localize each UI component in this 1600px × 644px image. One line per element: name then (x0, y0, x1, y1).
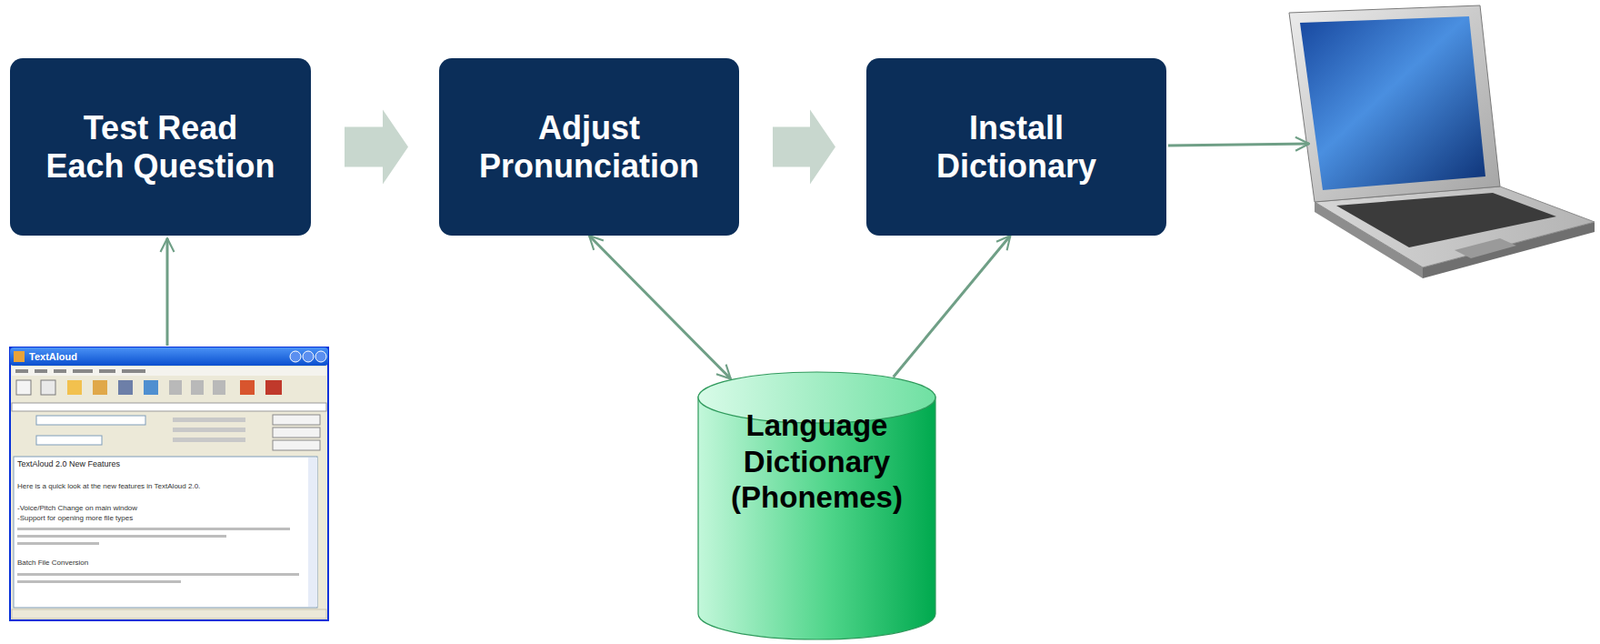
process-label: Adjust Pronunciation (470, 109, 707, 185)
window-frame (10, 347, 329, 620)
app-button (272, 427, 320, 438)
block-arrow (344, 110, 409, 185)
input-arrow (166, 238, 170, 346)
window-title: TextAloud (29, 350, 78, 362)
menu-item (72, 369, 93, 373)
laptop-touchpad (1454, 238, 1517, 259)
menu-item (34, 369, 48, 373)
menu-bar (11, 366, 327, 376)
status-bar (11, 609, 327, 619)
process-box: Adjust Pronunciation (439, 58, 740, 236)
window-button (315, 350, 327, 362)
window-button (290, 350, 301, 362)
volume-slider (172, 437, 246, 442)
app-button (272, 414, 320, 425)
screenshot-text: Batch File Conversion (17, 559, 89, 568)
toolbar-icon (67, 380, 82, 395)
toolbar-icon (118, 380, 133, 395)
text-line (17, 527, 290, 530)
laptop-keyboard (1336, 192, 1557, 248)
connector-arrow (589, 235, 731, 380)
pitch-slider (172, 417, 246, 422)
text-line (17, 572, 300, 576)
cylinder-body (698, 396, 936, 640)
block-arrow (772, 110, 836, 185)
database-cylinder: Language Dictionary (Phonemes) (697, 370, 937, 640)
laptop-screen (1300, 16, 1486, 190)
menu-item (15, 369, 29, 373)
menu-item (121, 369, 146, 373)
process-box: Test Read Each Question (10, 58, 311, 236)
title-field (36, 415, 146, 425)
toolbar-icon (16, 380, 31, 395)
toolbar-icon (240, 380, 255, 395)
toolbar-icon (212, 380, 226, 395)
screenshot-text: TextAloud 2.0 New Features (17, 460, 120, 470)
toolbar-icon (169, 380, 182, 395)
laptop-illustration (1289, 5, 1595, 279)
menu-item (53, 369, 67, 373)
toolbar-icon (143, 380, 159, 395)
screenshot-text: -Support for opening more file types (17, 514, 133, 523)
screenshot-text: -Voice/Pitch Change on main window (17, 504, 138, 513)
toolbar-icon (92, 380, 108, 395)
laptop-lid (1289, 5, 1500, 202)
text-line (17, 534, 227, 538)
title-bar (10, 347, 329, 366)
app-button (272, 440, 320, 450)
process-label: Test Read Each Question (42, 109, 279, 185)
connector-arrow (893, 235, 1011, 377)
text-line (17, 580, 181, 583)
process-label: Install Dictionary (898, 109, 1134, 185)
speed-slider (172, 427, 246, 432)
scrollbar (308, 457, 318, 607)
toolbar-icon (190, 380, 204, 395)
window-button (302, 350, 314, 362)
database-label: Language Dictionary (Phonemes) (719, 407, 915, 516)
article-list (11, 402, 327, 411)
toolbar-icon (40, 380, 56, 395)
voice-field (36, 435, 102, 445)
text-line (17, 541, 100, 545)
output-arrow (1168, 143, 1310, 146)
menu-item (99, 369, 116, 373)
process-box: Install Dictionary (866, 58, 1167, 236)
text-area (13, 456, 318, 608)
app-screenshot (10, 347, 329, 620)
toolbar-icon (265, 380, 282, 395)
app-icon (13, 350, 25, 362)
screenshot-text: Here is a quick look at the new features… (17, 482, 200, 491)
